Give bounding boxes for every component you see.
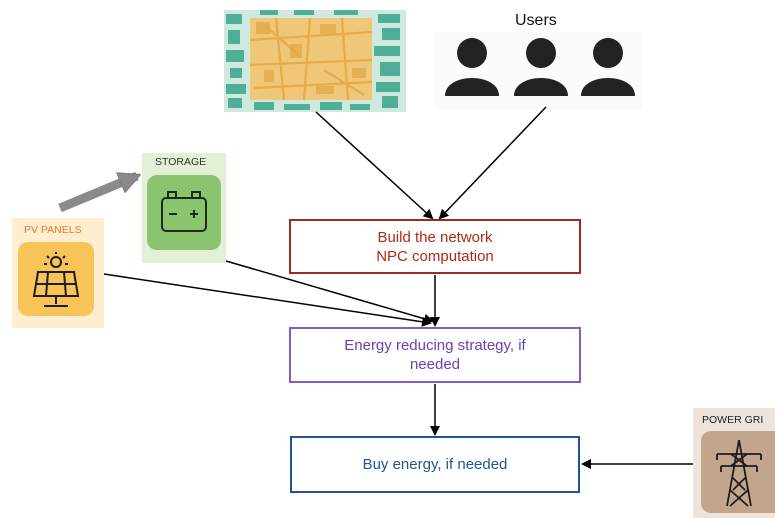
buy-energy-label: Buy energy, if needed xyxy=(362,456,508,473)
build-network-line2: NPC computation xyxy=(376,247,494,265)
pv-to-strategy-arrow xyxy=(103,273,432,327)
pv-to-storage-arrow xyxy=(58,171,137,213)
user-icon xyxy=(445,38,499,96)
power-grid-label: POWER GRI xyxy=(702,414,764,426)
energy-strategy-box: Energy reducing strategy, if needed xyxy=(289,327,581,383)
map-to-network-arrow xyxy=(315,111,434,220)
users-icons xyxy=(435,32,643,110)
storage-label: STORAGE xyxy=(155,156,207,168)
user-icon xyxy=(514,38,568,96)
user-icon xyxy=(581,38,635,96)
city-map-icon xyxy=(224,10,406,112)
users-title: Users xyxy=(515,12,557,29)
build-network-box: Build the network NPC computation xyxy=(289,219,581,274)
energy-strategy-line1: Energy reducing strategy, if xyxy=(344,337,526,354)
buy-energy-box: Buy energy, if needed xyxy=(290,436,580,493)
energy-strategy-line2: needed xyxy=(409,356,461,373)
users-to-network-arrow xyxy=(438,106,547,220)
storage-icon-bg xyxy=(147,175,221,250)
power-pylon-icon xyxy=(716,439,762,507)
build-network-line1: Build the network xyxy=(377,228,493,246)
pv-panels-label: PV PANELS xyxy=(24,224,82,236)
battery-icon xyxy=(161,191,207,232)
storage-to-strategy-arrow xyxy=(225,260,434,324)
solar-panel-icon xyxy=(32,252,80,307)
